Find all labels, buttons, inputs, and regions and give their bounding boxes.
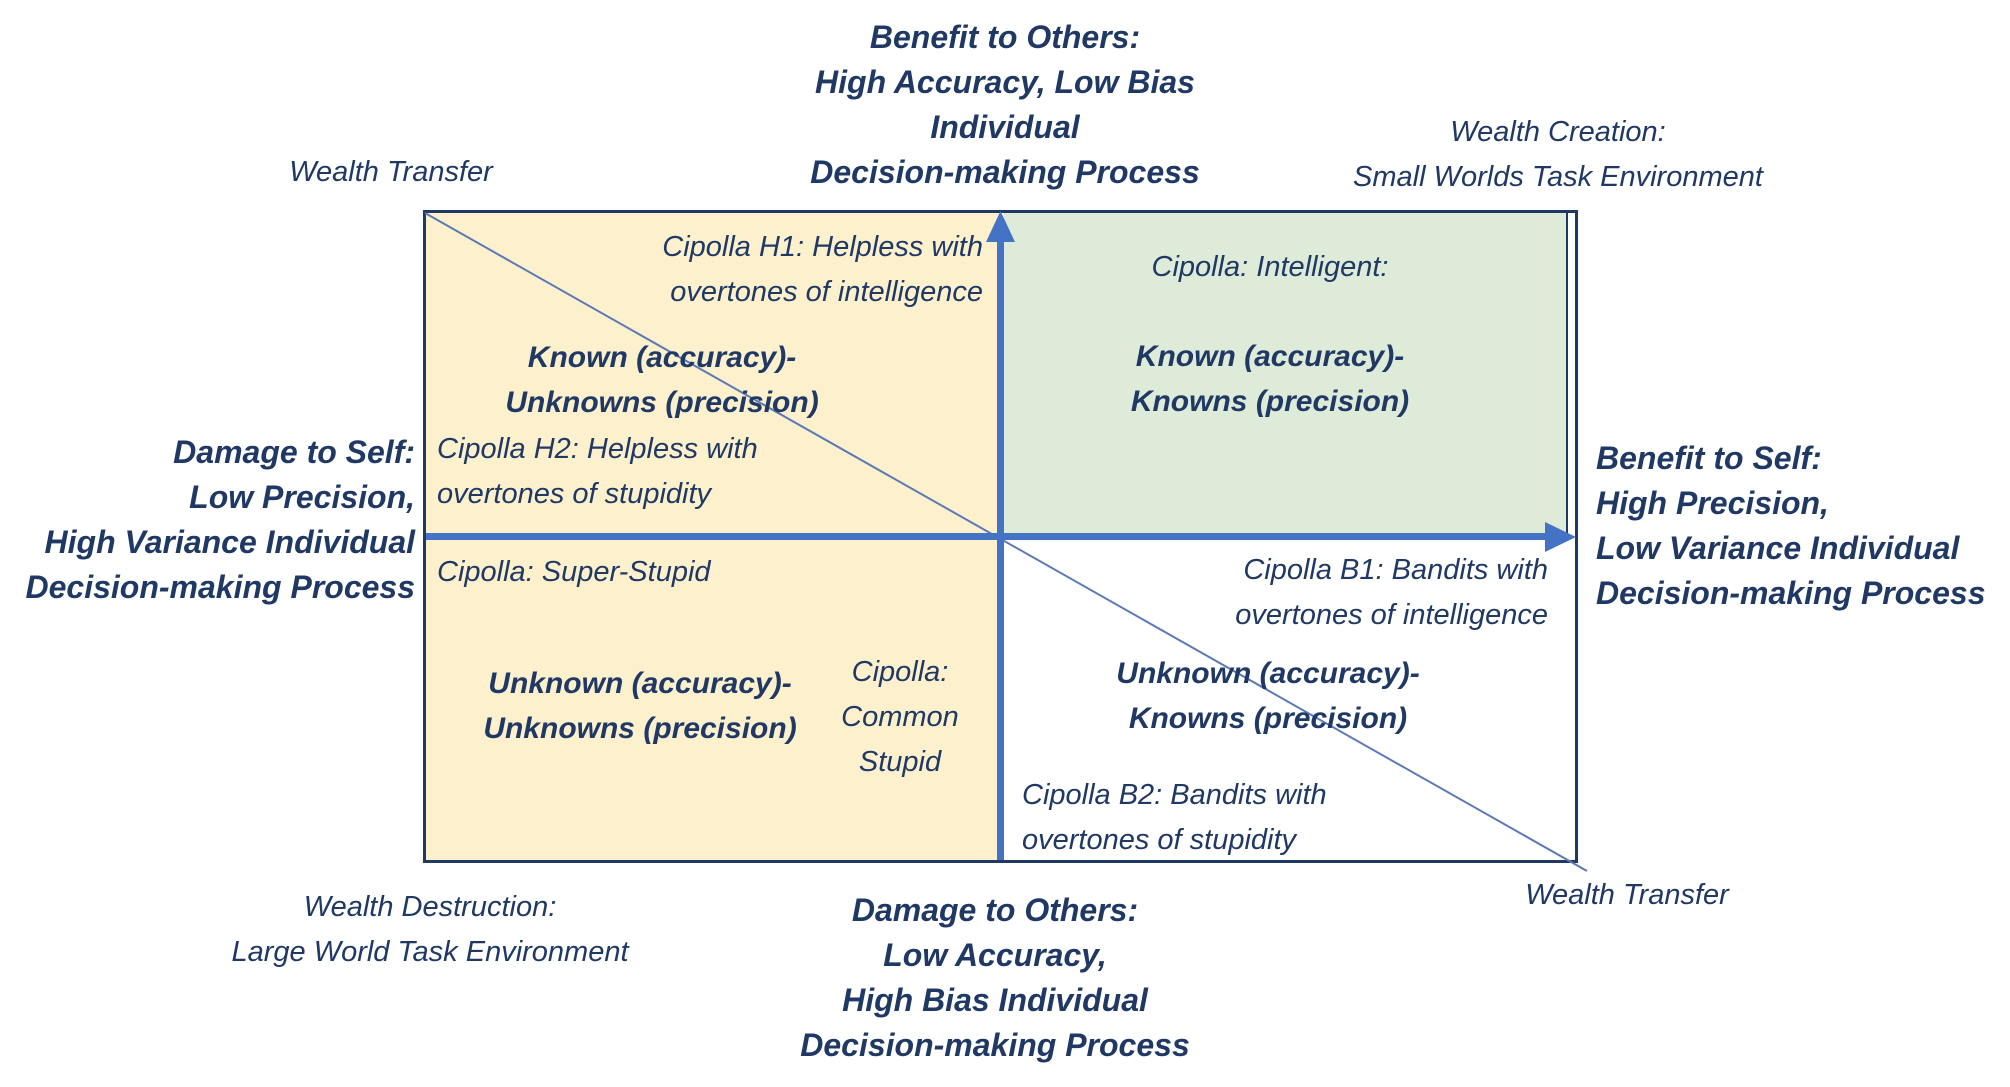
label-benefit-to-others: Benefit to Others: High Accuracy, Low Bi… [810,15,1199,195]
label-benefit-to-self: Benefit to Self: High Precision, Low Var… [1596,436,1985,616]
note-cipolla-h1: Cipolla H1: Helpless with overtones of i… [662,225,983,315]
note-cipolla-common-stupid: Cipolla: Common Stupid [841,650,959,785]
label-line: Low Precision, [189,479,415,515]
label-line: Known (accuracy)- [1135,340,1405,373]
note-cipolla-super-stupid: Cipolla: Super-Stupid [437,550,711,595]
heading-known-knowns: Known (accuracy)- Knowns (precision) [1131,334,1409,424]
label-damage-to-others: Damage to Others: Low Accuracy, High Bia… [800,888,1189,1068]
label-line: Stupid [858,746,942,778]
label-line: Cipolla: Intelligent: [1151,251,1389,283]
label-line: Benefit to Others: [869,19,1141,55]
label-line: Wealth Destruction: [303,891,557,923]
label-line: Damage to Others: [851,892,1139,928]
note-cipolla-intelligent: Cipolla: Intelligent: [1152,245,1389,290]
label-line: Knowns (precision) [1128,702,1408,735]
label-line: Cipolla B2: Bandits with [1022,779,1327,811]
label-line: Knowns (precision) [1130,385,1410,418]
label-line: Known (accuracy)- [527,341,797,374]
note-cipolla-b2: Cipolla B2: Bandits with overtones of st… [1022,773,1327,863]
label-line: Individual [930,109,1080,145]
label-damage-to-self: Damage to Self: Low Precision, High Vari… [26,430,415,610]
label-line: Unknowns (precision) [483,712,797,745]
note-cipolla-b1: Cipolla B1: Bandits with overtones of in… [1235,548,1548,638]
note-cipolla-h2: Cipolla H2: Helpless with overtones of s… [437,427,758,517]
label-line: Wealth Creation: [1450,116,1666,148]
label-line: Damage to Self: [173,434,415,470]
label-line: Cipolla H1: Helpless with [662,231,983,263]
label-line: High Accuracy, Low Bias [815,64,1195,100]
label-line: overtones of intelligence [1235,599,1548,631]
label-line: overtones of stupidity [1022,824,1297,856]
label-line: High Precision, [1596,485,1829,521]
label-line: Low Variance Individual [1596,530,1960,566]
label-line: Low Accuracy, [883,937,1107,973]
label-line: Decision-making Process [1596,575,1986,611]
label-line: Common [841,701,959,733]
label-line: Cipolla B1: Bandits with [1243,554,1548,586]
label-line: Unknown (accuracy)- [488,667,792,700]
label-line: Decision-making Process [800,1027,1190,1063]
matrix-outer-border [423,210,1578,863]
label-wealth-creation: Wealth Creation: Small Worlds Task Envir… [1353,110,1763,200]
label-line: Benefit to Self: [1596,440,1822,476]
label-line: Cipolla: Super-Stupid [437,556,711,588]
label-line: Unknown (accuracy)- [1116,657,1420,690]
heading-unknown-unknowns: Unknown (accuracy)- Unknowns (precision) [483,661,796,751]
label-line: High Bias Individual [842,982,1148,1018]
label-wealth-transfer-top-left: Wealth Transfer [289,156,493,188]
heading-unknown-knowns: Unknown (accuracy)- Knowns (precision) [1116,651,1419,741]
label-line: Small Worlds Task Environment [1353,161,1763,193]
label-line: Large World Task Environment [231,936,629,968]
label-line: High Variance Individual [44,524,415,560]
label-line: Cipolla H2: Helpless with [437,433,758,465]
label-line: overtones of intelligence [670,276,983,308]
label-line: Cipolla: [851,656,949,688]
heading-known-unknowns: Known (accuracy)- Unknowns (precision) [505,335,818,425]
label-line: overtones of stupidity [437,478,712,510]
label-wealth-destruction: Wealth Destruction: Large World Task Env… [231,885,628,975]
label-line: Decision-making Process [810,154,1200,190]
label-line: Unknowns (precision) [505,386,819,419]
label-line: Decision-making Process [25,569,415,605]
label-wealth-transfer-bottom-right: Wealth Transfer [1525,879,1729,911]
